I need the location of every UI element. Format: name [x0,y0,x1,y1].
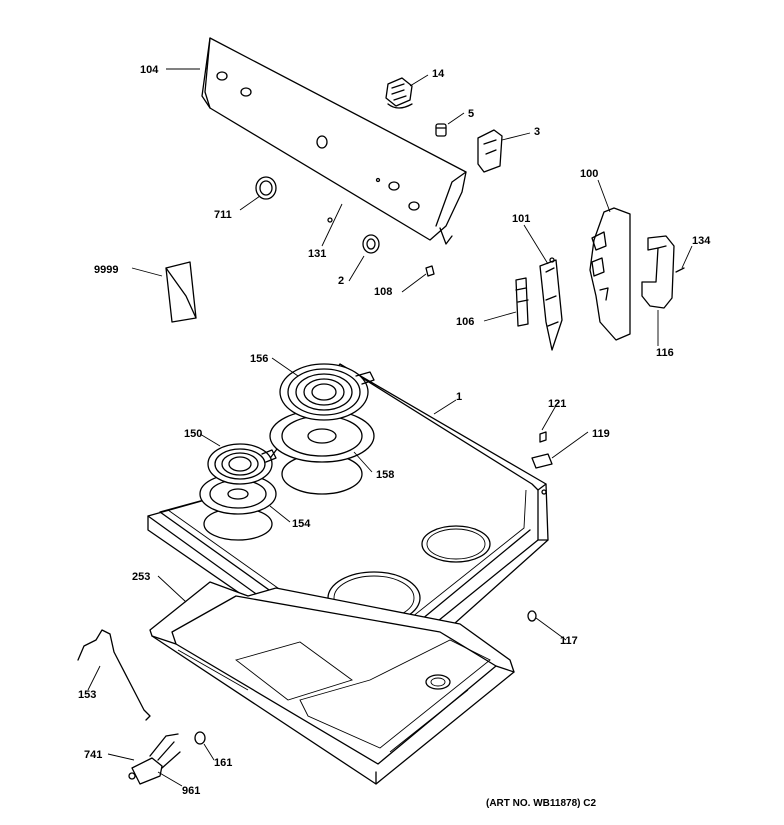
bracket-101 [539,257,563,351]
burner-box [149,581,515,785]
callout-119: 119 [592,428,610,440]
control-knob-711 [255,176,277,200]
callout-5: 5 [468,108,474,120]
callout-1: 1 [456,391,462,403]
callout-116: 116 [656,347,674,359]
callout-2: 2 [338,275,344,287]
surface-element-156 [279,363,375,421]
hinge-119 [531,453,553,469]
callout-121: 121 [548,398,566,410]
callout-100: 100 [580,168,598,180]
side-trim-100 [589,207,631,341]
callout-161: 161 [214,757,232,769]
callout-154: 154 [292,518,311,530]
callout-253: 253 [132,571,150,583]
clip-161 [194,731,206,745]
callout-131: 131 [308,248,326,260]
clip-108 [425,265,435,277]
infinite-switch [385,77,413,109]
screw-131 [327,217,333,223]
indicator-light [435,123,447,137]
bracket-part [477,129,503,173]
leader-lines [87,68,693,787]
art-number: (ART NO. WB11878) C2 [486,798,596,809]
surface-element-150 [207,443,277,485]
callout-101: 101 [512,213,530,225]
callout-134: 134 [692,235,711,247]
callout-117: 117 [560,635,578,647]
callout-961: 961 [182,785,200,797]
callout-153: 153 [78,689,96,701]
end-cap-116 [641,235,675,309]
callout-3: 3 [534,126,540,138]
wire-153 [77,629,151,721]
callout-106: 106 [456,316,474,328]
callout-108: 108 [374,286,392,298]
switch-741 [128,733,181,785]
screw-121 [539,431,547,443]
callout-711: 711 [214,209,232,221]
control-panel-backsplash [201,37,467,245]
callout-156: 156 [250,353,268,365]
callout-150: 150 [184,428,202,440]
callout-158: 158 [376,469,394,481]
control-knob-2 [362,234,380,254]
callout-104: 104 [140,64,159,76]
terminal-block-106 [515,277,529,327]
callout-9999: 9999 [94,264,118,276]
literature-envelope [165,261,197,323]
screw-134 [675,267,685,273]
callout-14: 14 [432,68,445,80]
callout-741: 741 [84,749,102,761]
bumper-117 [527,610,537,622]
